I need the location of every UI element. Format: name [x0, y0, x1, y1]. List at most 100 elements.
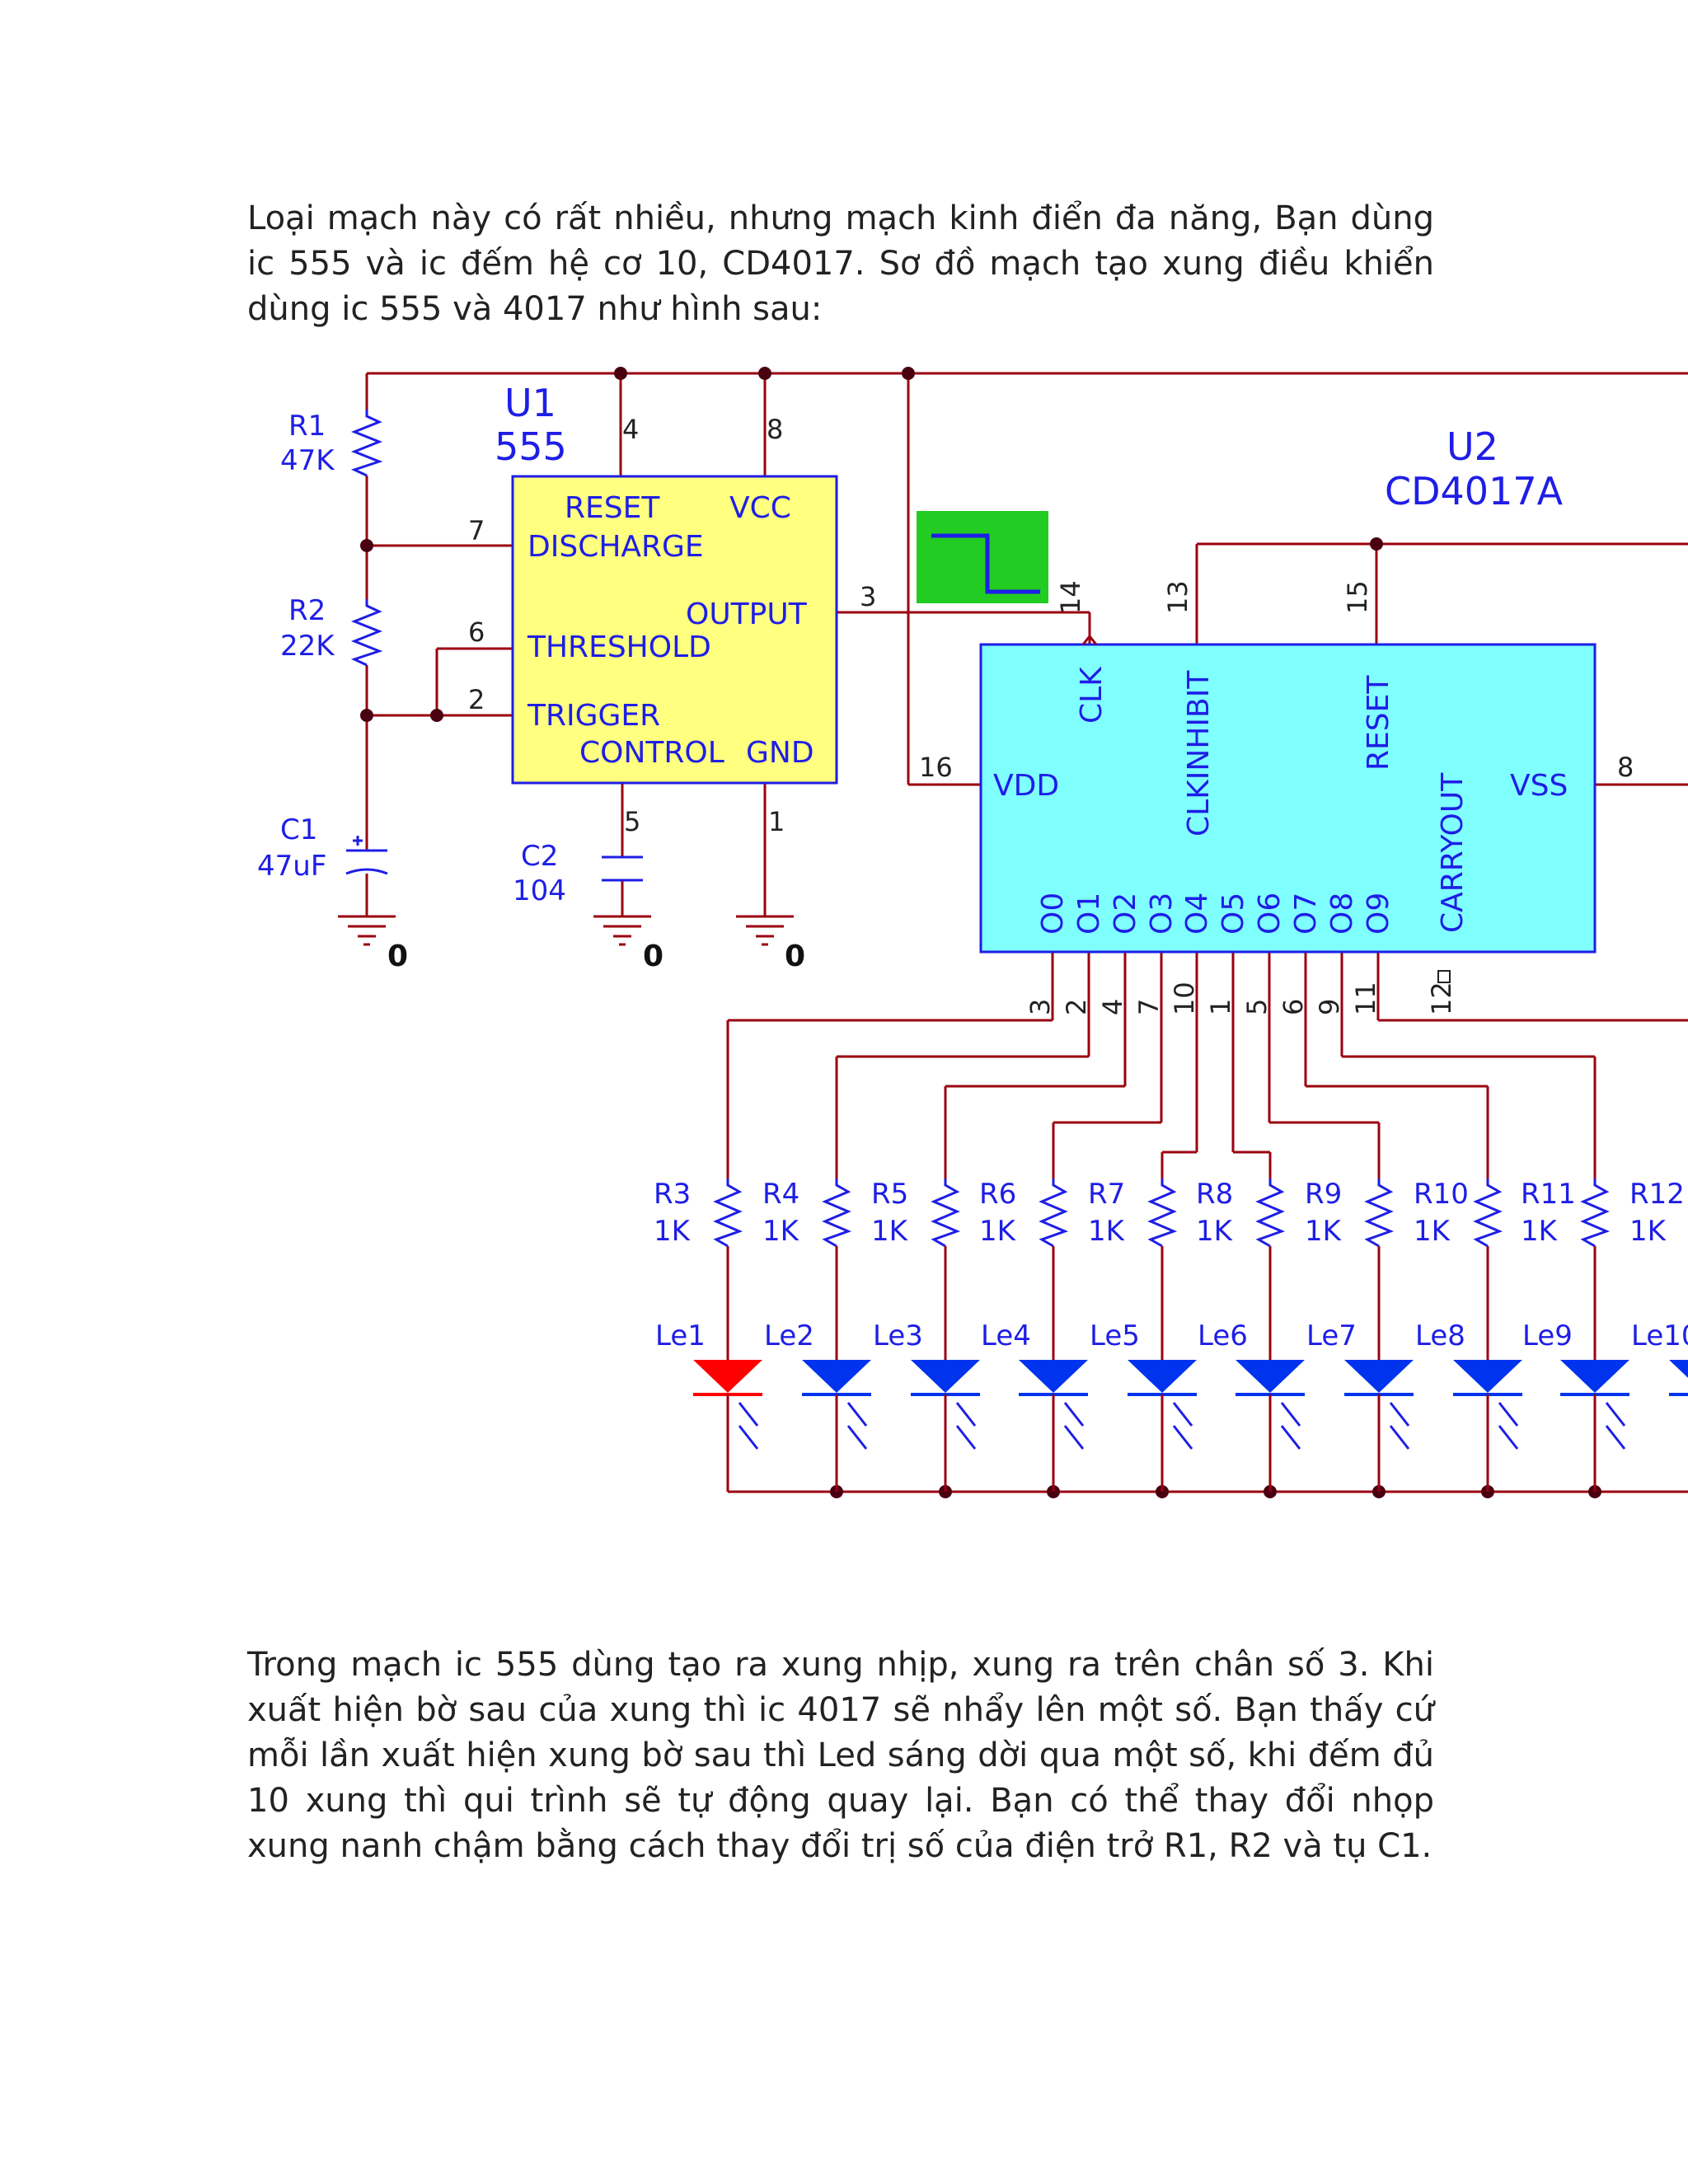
- carryout-pin-marker: [1437, 970, 1451, 983]
- u2-ref: U2: [1447, 424, 1498, 469]
- u2-pin-clkinhibit: CLKINHIBIT: [1182, 670, 1216, 837]
- led-ref: Le8: [1415, 1319, 1465, 1352]
- led-ref: Le9: [1522, 1319, 1573, 1352]
- u2-output-pin-number: 5: [1241, 999, 1273, 1015]
- light-emission-arrow-icon: [955, 1402, 977, 1427]
- resistor-value: 1K: [1305, 1215, 1343, 1248]
- u1-pin-gnd: GND: [746, 736, 814, 770]
- u2-output-label: O4: [1180, 893, 1214, 935]
- u1-pin-vcc: VCC: [729, 491, 791, 525]
- resistor-value: 1K: [1196, 1215, 1234, 1248]
- led-column: R8 1K Le6: [1196, 1178, 1305, 1492]
- r2-ref: R2: [288, 594, 326, 627]
- u2-output-label: O2: [1109, 893, 1142, 935]
- outro-paragraph: Trong mạch ic 555 dùng tạo ra xung nhịp,…: [247, 1646, 1434, 1865]
- resistor-ref: R3: [654, 1178, 691, 1211]
- capacitor-c1-symbol: [345, 836, 388, 875]
- resistor-symbol: [931, 1179, 961, 1248]
- resistor-ref: R12: [1629, 1178, 1685, 1211]
- wires: [365, 372, 1688, 1493]
- light-emission-arrow-icon: [846, 1402, 868, 1427]
- u1-pin-number-8: 8: [767, 414, 783, 445]
- u2-pin-number-8: 8: [1617, 752, 1634, 783]
- resistor-ref: R8: [1196, 1178, 1233, 1211]
- r1-ref: R1: [288, 410, 326, 443]
- resistor-symbol: [1364, 1179, 1395, 1248]
- led-ref: Le3: [873, 1319, 923, 1352]
- u2-output-pin-number: 1: [1205, 999, 1236, 1015]
- led-diode-icon: [1344, 1360, 1414, 1393]
- led-diode-icon: [1019, 1360, 1088, 1393]
- u2-pin-number-12: 12: [1426, 982, 1457, 1015]
- c2-ref: C2: [521, 840, 558, 873]
- led-diode-icon: [1128, 1360, 1197, 1393]
- resistor-value: 1K: [1414, 1215, 1451, 1248]
- circuit-schematic: U1 555 RESET VCC DISCHARGE OUTPUT THRESH…: [247, 354, 1688, 1615]
- led-columns: R31KLe1R41KLe2R51KLe3R61KLe4R71KLe5R81KL…: [654, 1178, 1688, 1492]
- u1-pin-number-1: 1: [768, 806, 785, 837]
- u1-pin-number-5: 5: [624, 806, 640, 837]
- c1-value: 47uF: [257, 850, 326, 883]
- resistor-r1-symbol: [350, 410, 383, 477]
- c2-value: 104: [513, 874, 566, 907]
- ground-symbol-555: [736, 915, 794, 946]
- resistor-r2-symbol: [350, 599, 383, 667]
- light-emission-arrow-icon: [1063, 1402, 1085, 1427]
- led-ref: Le4: [981, 1319, 1031, 1352]
- led-column: R10 1K Le8: [1414, 1178, 1522, 1492]
- led-diode-icon: [693, 1360, 762, 1393]
- u2-part: CD4017A: [1385, 469, 1564, 513]
- u1-pin-number-7: 7: [468, 515, 485, 546]
- light-emission-arrow-icon: [738, 1425, 759, 1450]
- resistor-symbol: [1580, 1179, 1611, 1248]
- led-diode-icon: [802, 1360, 871, 1393]
- light-emission-arrow-icon: [1389, 1402, 1410, 1427]
- resistor-symbol: [713, 1179, 743, 1248]
- resistor-value: 1K: [979, 1215, 1017, 1248]
- led-ref: Le7: [1306, 1319, 1357, 1352]
- c1-ref: C1: [280, 813, 317, 846]
- u1-ref: U1: [504, 381, 556, 425]
- resistor-ref: R5: [871, 1178, 908, 1211]
- u2-output-label: O1: [1072, 893, 1106, 935]
- resistor-symbol: [822, 1179, 852, 1248]
- ground-label-c2: 0: [643, 940, 663, 973]
- ic-555-body: [511, 475, 838, 785]
- u2-output-pin-number: 4: [1097, 999, 1128, 1015]
- u2-pin-number-15: 15: [1342, 580, 1373, 614]
- resistor-value: 1K: [871, 1215, 909, 1248]
- falling-edge-pulse-icon: [931, 533, 1040, 594]
- pulse-waveform-box: [917, 511, 1048, 603]
- light-emission-arrow-icon: [1063, 1425, 1085, 1450]
- u2-output-label: O3: [1145, 893, 1179, 935]
- led-diode-icon: [911, 1360, 980, 1393]
- u1-pin-number-2: 2: [468, 684, 485, 715]
- u2-pin-number-13: 13: [1162, 580, 1193, 614]
- u2-pin-clk: CLK: [1075, 666, 1109, 724]
- u2-pin-vss: VSS: [1510, 769, 1568, 803]
- resistor-ref: R9: [1305, 1178, 1342, 1211]
- led-ref: Le5: [1090, 1319, 1140, 1352]
- led-ref: Le6: [1198, 1319, 1248, 1352]
- light-emission-arrow-icon: [1280, 1402, 1301, 1427]
- u2-pin-number-14: 14: [1055, 580, 1086, 614]
- u2-pin-carryout: CARRYOUT: [1436, 772, 1470, 933]
- u1-pin-number-6: 6: [468, 616, 485, 648]
- resistor-value: 1K: [1521, 1215, 1559, 1248]
- light-emission-arrow-icon: [738, 1402, 759, 1427]
- ground-label-555: 0: [785, 940, 805, 973]
- led-diode-icon: [1236, 1360, 1305, 1393]
- u2-output-pin-number: 9: [1314, 999, 1345, 1015]
- u2-output-pin-number: 2: [1061, 999, 1092, 1015]
- u1-pin-reset: RESET: [565, 491, 660, 525]
- led-column: R9 1K Le7: [1305, 1178, 1414, 1492]
- u2-output-pin-number: 3: [1025, 999, 1056, 1015]
- resistor-symbol: [1255, 1179, 1286, 1248]
- r1-value: 47K: [280, 444, 335, 477]
- light-emission-arrow-icon: [1280, 1425, 1301, 1450]
- resistor-ref: R4: [762, 1178, 799, 1211]
- resistor-ref: R10: [1414, 1178, 1469, 1211]
- light-emission-arrow-icon: [1605, 1425, 1626, 1450]
- u1-pin-number-4: 4: [622, 414, 639, 445]
